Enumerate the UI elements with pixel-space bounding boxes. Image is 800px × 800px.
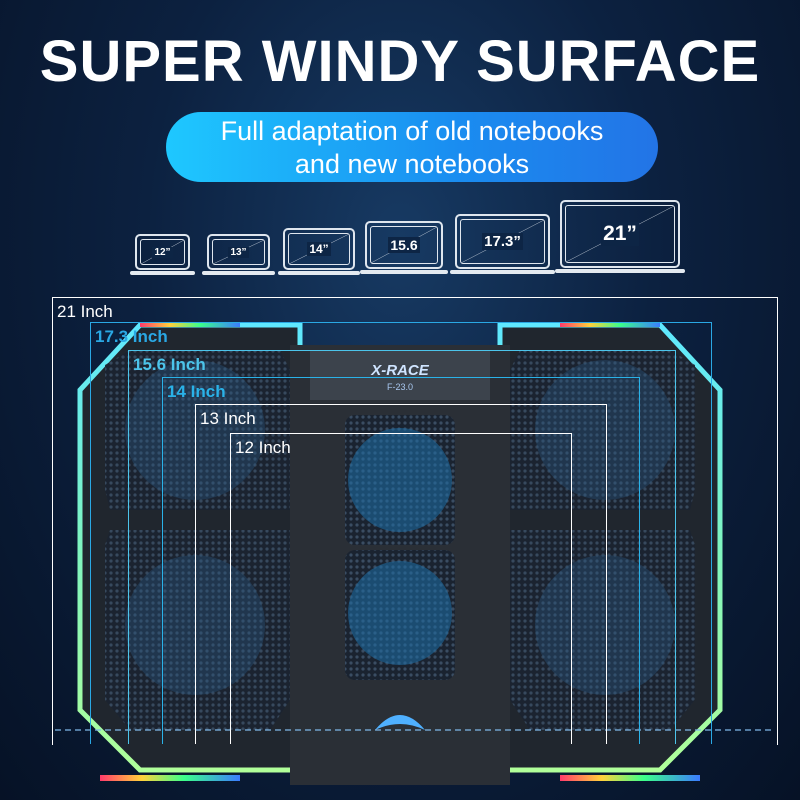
size-frame: 15.6 Inch — [128, 350, 676, 744]
size-frame-label: 21 Inch — [57, 302, 113, 321]
laptop-size-label: 13” — [228, 246, 249, 258]
size-frame: 17.3 Inch — [90, 322, 712, 744]
size-frame-label: 13 Inch — [200, 409, 256, 428]
size-frame: 21 Inch — [52, 297, 778, 745]
size-frame-label: 15.6 Inch — [133, 355, 206, 374]
brand-logo: X-RACE — [370, 362, 429, 379]
size-frame-label: 14 Inch — [167, 382, 226, 401]
subtitle-line-2: and new notebooks — [294, 149, 530, 179]
size-frame-label: 12 Inch — [235, 438, 291, 457]
cooling-pad-body — [77, 322, 723, 785]
subtitle-badge: Full adaptation of old notebooks and new… — [166, 112, 658, 182]
size-frame: 14 Inch — [162, 377, 640, 744]
laptop-size-label: 15.6 — [388, 237, 420, 253]
subtitle-line-1: Full adaptation of old notebooks — [220, 116, 604, 146]
laptop-size-label: 14” — [307, 242, 331, 256]
size-frame: 12 Inch — [230, 433, 572, 744]
model-label: F-23.0 — [387, 382, 413, 392]
headline: SUPER WINDY SURFACE — [39, 29, 761, 94]
laptop-size-label: 21” — [601, 222, 639, 246]
laptop-size-label: 12” — [152, 246, 173, 258]
size-frame: 13 Inch — [195, 404, 607, 744]
size-frame-label: 17.3 Inch — [95, 327, 168, 346]
laptop-size-label: 17.3” — [482, 233, 523, 250]
